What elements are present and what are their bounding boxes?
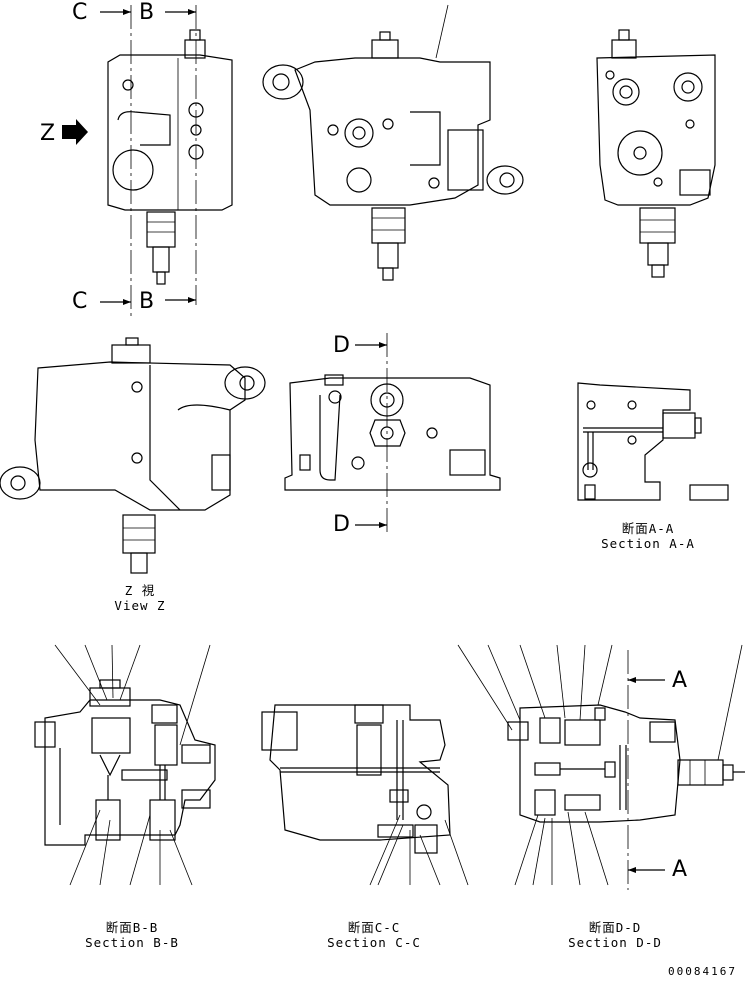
marker-c-bottom: C [72, 289, 88, 314]
caption-section-b-b-jp: 断面B-B [105, 920, 159, 935]
section-line-c [100, 5, 132, 318]
valve-top-view [284, 333, 501, 532]
marker-c-top: C [72, 0, 88, 25]
caption-section-b-b-en: Section B-B [85, 935, 179, 950]
caption-section-d-d-en: Section D-D [568, 935, 662, 950]
caption-view-z-en: View Z [114, 598, 166, 613]
section-c-c-drawing [261, 704, 469, 886]
section-d-d-drawing [457, 644, 745, 890]
caption-section-a-a-en: Section A-A [601, 536, 695, 551]
section-b-b-drawing [34, 644, 216, 886]
caption-section-b-b: 断面B-B Section B-B [72, 920, 192, 950]
valve-front-view [107, 29, 233, 285]
caption-section-c-c-en: Section C-C [327, 935, 421, 950]
caption-section-c-c-jp: 断面C-C [347, 920, 401, 935]
drawing-number: 00084167 [668, 965, 737, 978]
caption-section-a-a: 断面A-A Section A-A [588, 521, 708, 551]
caption-view-z-jp: Z 視 [124, 583, 156, 598]
section-line-b [165, 5, 197, 305]
marker-d-bottom: D [333, 512, 350, 537]
caption-section-a-a-jp: 断面A-A [621, 521, 675, 536]
view-z-drawing [0, 337, 266, 574]
caption-section-c-c: 断面C-C Section C-C [314, 920, 434, 950]
valve-rear-view [596, 29, 716, 278]
caption-section-d-d-jp: 断面D-D [588, 920, 642, 935]
valve-side-view [262, 4, 524, 281]
marker-b-bottom: B [139, 289, 155, 314]
section-a-a-drawing [577, 382, 729, 501]
view-z-arrow [62, 119, 88, 145]
marker-d-top: D [333, 333, 350, 358]
marker-z-arrow: Z [40, 121, 56, 146]
caption-section-d-d: 断面D-D Section D-D [555, 920, 675, 950]
marker-a-bottom: A [672, 857, 688, 882]
marker-b-top: B [139, 0, 155, 25]
marker-a-top: A [672, 668, 688, 693]
caption-view-z: Z 視 View Z [85, 583, 195, 613]
